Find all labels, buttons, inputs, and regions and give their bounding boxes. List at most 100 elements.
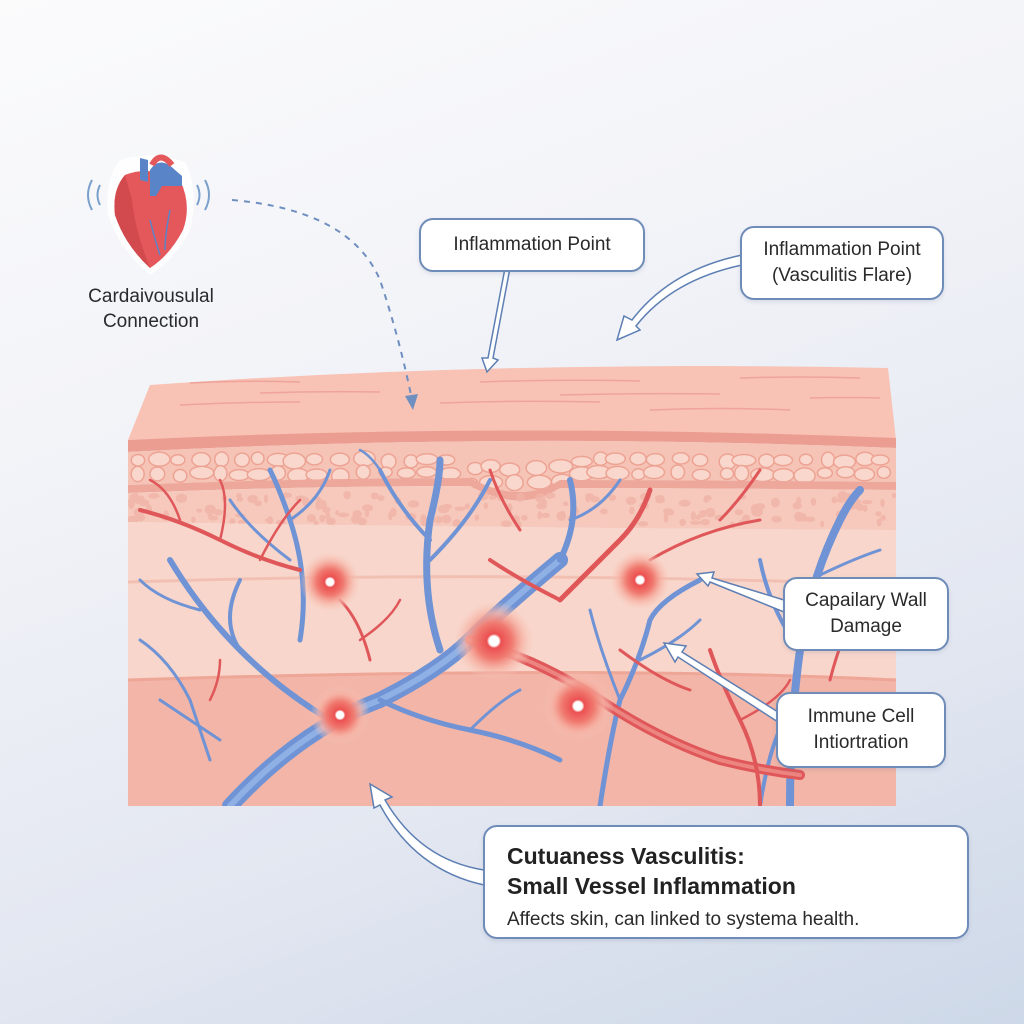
inflammation-point-text: Inflammation Point [453,234,611,255]
cardio-label-line1: Cardaivousulal [88,286,214,307]
skin-cell [172,468,188,483]
tissue-dot [264,518,272,523]
tissue-dot [516,492,525,502]
immune-infiltration-arrow [662,642,779,724]
skin-cell [403,454,419,469]
tissue-dot [880,514,886,521]
skin-cell [816,467,834,479]
tissue-dot [771,515,782,523]
summary-title: Cutuaness Vasculitis: Small Vessel Infla… [507,841,967,901]
tissue-dot [175,493,188,503]
skin-cell [525,459,548,477]
heart-icon [107,154,194,275]
tissue-dot [488,495,497,500]
tissue-dot [608,494,617,501]
skin-cell [731,453,757,467]
tissue-dot [875,510,882,517]
tissue-dot [520,515,528,521]
skin-texture-lines [179,376,881,411]
cardio-label-line2: Connection [102,311,200,332]
tissue-dot [876,518,882,527]
summary-title-line2: Small Vessel Inflammation [507,873,796,899]
tissue-dot [796,496,802,507]
skin-cell [642,465,666,480]
tissue-dot [204,504,216,515]
skin-cell [758,453,775,469]
tissue-dot [861,499,873,505]
skin-cell [671,451,690,465]
skin-cell [876,465,892,480]
skin-cell [355,464,371,480]
tissue-dot [306,514,316,523]
skin-cell [548,458,574,474]
tissue-dot [537,511,543,520]
tissue-dot [319,514,326,523]
tissue-dot [500,520,512,527]
tissue-dot [370,492,379,500]
tissue-dot [213,509,223,516]
tissue-dot [362,504,374,512]
connector-arrows [231,199,785,886]
tissue-dot [545,492,556,499]
tissue-dot [326,517,336,526]
tissue-dot [880,498,885,508]
capillary-line1: Capailary Wall [805,590,927,611]
skin-cell [733,464,750,482]
skin-cell [605,465,630,481]
tissue-dot [689,520,702,525]
inflammation-sites [300,550,670,745]
tissue-dot [804,516,816,522]
tissue-dot [337,512,350,518]
tissue-dot [237,519,247,526]
tissue-dot [131,496,143,504]
skin-cell [645,452,666,467]
skin-cell [213,451,230,468]
tissue-dot [437,504,450,514]
skin-cell [853,467,876,482]
skin-cell [250,451,265,466]
skin-cell [191,451,212,468]
tissue-dot [625,496,637,505]
skin-cell [130,465,145,483]
tissue-dot [862,504,868,512]
tissue-dot [454,506,466,512]
skin-cell [498,462,521,477]
skin-cell [282,452,307,470]
inflammation-site [300,552,360,612]
summary-callout: Cutuaness Vasculitis: Small Vessel Infla… [483,825,969,939]
tissue-dot [464,503,470,510]
tissue-dot [563,501,569,507]
tissue-dot [855,503,864,512]
skin-cell [719,467,735,481]
tissue-dot [541,512,550,518]
tissue-dot [690,511,696,521]
skin-cell [466,461,484,476]
skin-cell [798,453,814,466]
tissue-dot [377,495,385,501]
skin-cell [228,468,250,482]
tissue-dot [589,496,600,503]
skin-cell [130,453,146,467]
capillary-damage-label: Capailary Wall Damage [783,577,949,651]
inflammation-point-arrow [480,267,511,374]
artery-network [138,468,862,806]
tissue-dot [474,514,480,521]
summary-description: Affects skin, can linked to systema heal… [507,909,860,930]
tissue-dot [191,516,196,524]
vasculitis-flare-line2: (Vasculitis Flare) [771,265,913,286]
tissue-dot [599,508,608,515]
tissue-dot [536,502,547,510]
inflammation-site [542,670,614,742]
inflammation-site [454,601,534,681]
tissue-dot [556,511,567,522]
skin-cell [629,451,647,466]
skin-cell [772,467,795,483]
tissue-dot [669,509,674,516]
tissue-dot [663,513,669,523]
skin-cell [631,468,646,481]
tissue-dot [236,492,242,499]
skin-cell [149,466,166,482]
tissue-dot [678,499,691,507]
tissue-dot [388,511,393,521]
